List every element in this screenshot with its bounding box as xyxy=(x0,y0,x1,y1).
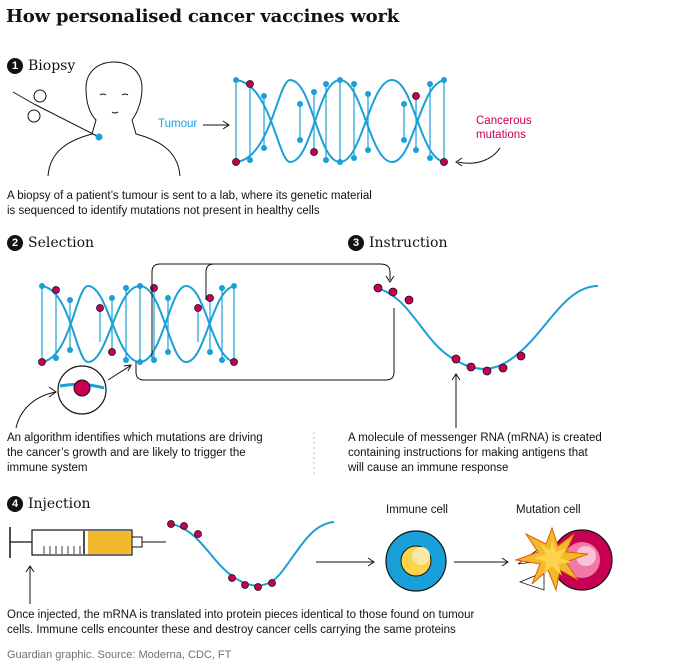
mutation-magnifier-icon xyxy=(57,365,107,415)
step-selection-heading: 2 Selection xyxy=(7,235,94,251)
label-line: mutations xyxy=(476,129,526,141)
step-number: 3 xyxy=(348,235,364,251)
mutation-cell-label: Mutation cell xyxy=(516,504,581,516)
step-biopsy-heading: 1 Biopsy xyxy=(7,58,75,74)
caption-line: is sequenced to identify mutations not p… xyxy=(7,205,320,217)
biopsy-caption: A biopsy of a patient’s tumour is sent t… xyxy=(7,189,487,219)
cancerous-mutations-label: Cancerous mutations xyxy=(476,114,532,142)
immune-cell-label: Immune cell xyxy=(386,504,448,516)
tumour-label: Tumour xyxy=(158,118,198,130)
caption-line: An algorithm identifies which mutations … xyxy=(7,432,263,444)
caption-line: A molecule of messenger RNA (mRNA) is cr… xyxy=(348,432,602,444)
step-instruction-heading: 3 Instruction xyxy=(348,235,447,251)
page-title: How personalised cancer vaccines work xyxy=(6,6,400,27)
label-line: Cancerous xyxy=(476,115,532,127)
caption-line: Once injected, the mRNA is translated in… xyxy=(7,609,475,621)
step-injection-heading: 4 Injection xyxy=(7,496,91,512)
dna-helix-icon xyxy=(232,77,448,166)
step-label: Injection xyxy=(28,496,91,512)
step-label: Selection xyxy=(28,235,95,251)
mrna-strand-icon xyxy=(373,283,599,376)
biopsy-needle-icon xyxy=(12,89,103,141)
caption-line: containing instructions for making antig… xyxy=(348,447,588,459)
step-label: Instruction xyxy=(369,235,448,251)
immune-cell-icon xyxy=(385,530,447,592)
caption-line: immune system xyxy=(7,462,88,474)
caption-line: A biopsy of a patient’s tumour is sent t… xyxy=(7,190,372,202)
step-label: Biopsy xyxy=(28,58,76,74)
burst-icon xyxy=(514,526,589,592)
step-number: 2 xyxy=(7,235,23,251)
mrna-strand-icon xyxy=(167,520,335,591)
caption-line: the cancer’s growth and are likely to tr… xyxy=(7,447,246,459)
caption-line: cells. Immune cells encounter these and … xyxy=(7,624,456,636)
instruction-caption: A molecule of messenger RNA (mRNA) is cr… xyxy=(348,431,658,476)
dna-helix-icon xyxy=(38,283,238,366)
step-number: 4 xyxy=(7,496,23,512)
source-credit: Guardian graphic. Source: Moderna, CDC, … xyxy=(7,649,232,661)
injection-caption: Once injected, the mRNA is translated in… xyxy=(7,608,627,638)
step-number: 1 xyxy=(7,58,23,74)
caption-line: will cause an immune response xyxy=(348,462,509,474)
syringe-icon xyxy=(9,527,166,558)
selection-caption: An algorithm identifies which mutations … xyxy=(7,431,307,476)
